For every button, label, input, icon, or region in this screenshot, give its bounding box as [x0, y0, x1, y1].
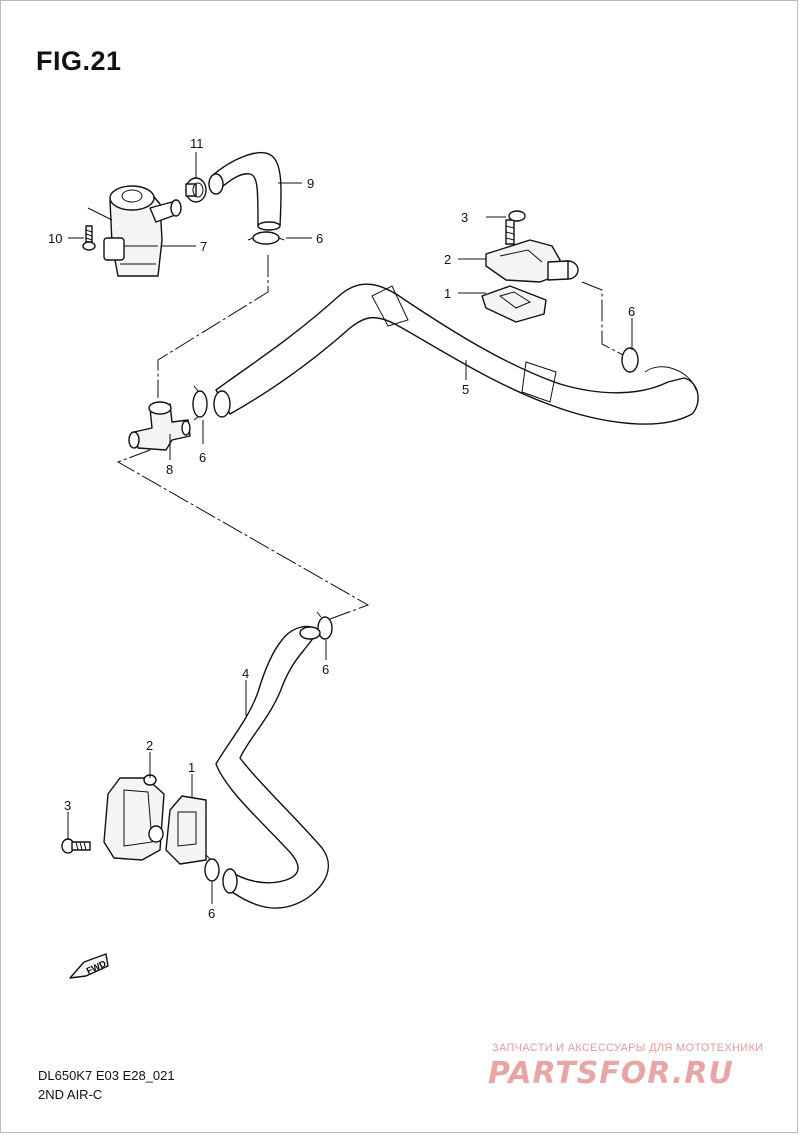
callout-3-top: 3 [461, 210, 468, 225]
fwd-arrow-icon: FWD [69, 953, 109, 979]
figure-title: FIG.21 [36, 46, 122, 76]
callout-3-bottom: 3 [64, 798, 71, 813]
part-1-plate-top [481, 285, 547, 323]
callout-8: 8 [166, 462, 173, 477]
watermark-logo: PARTSFOR.RU [488, 1056, 734, 1091]
part-11-clamp [185, 177, 207, 203]
callout-6-d: 6 [322, 662, 329, 677]
connect-line-lower [116, 449, 370, 623]
part-7-valve [103, 185, 182, 277]
callout-2-top: 2 [444, 252, 451, 267]
part-5-hose [213, 283, 699, 425]
diagram-name: 2ND AIR-C [38, 1087, 103, 1102]
part-6-clip-e [204, 854, 220, 882]
part-6-clip-a [247, 231, 285, 245]
part-2-cover-top [485, 239, 579, 283]
callout-1-top: 1 [444, 286, 451, 301]
callout-11: 11 [190, 136, 204, 151]
callout-7: 7 [200, 239, 207, 254]
connect-line-right [581, 281, 626, 357]
part-1-plate-bottom [165, 795, 207, 865]
watermark-tagline: ЗАПЧАСТИ И АКСЕССУАРЫ ДЛЯ МОТОТЕХНИКИ [492, 1042, 764, 1054]
part-6-clip-c [621, 347, 639, 373]
callout-4: 4 [242, 666, 249, 681]
part-4-hose [215, 625, 329, 909]
part-3-bolt-bottom [61, 838, 91, 854]
part-8-joint [128, 401, 191, 451]
callout-6-a: 6 [316, 231, 323, 246]
part-3-bolt-top [505, 210, 526, 245]
part-9-elbow-hose [208, 151, 282, 231]
part-6-clip-b [192, 385, 208, 421]
callout-6-e: 6 [208, 906, 215, 921]
callout-10: 10 [48, 231, 62, 246]
callout-2-bottom: 2 [146, 738, 153, 753]
part-10-bolt [82, 225, 96, 251]
callout-6-b: 6 [199, 450, 206, 465]
callout-1-bottom: 1 [188, 760, 195, 775]
callout-5: 5 [462, 382, 469, 397]
part-6-clip-d [316, 611, 333, 640]
part-2-cover-bottom [103, 774, 165, 861]
leader-lines [67, 152, 633, 904]
connect-line-upper [157, 255, 269, 398]
diagram-code: DL650K7 E03 E28_021 [38, 1068, 175, 1083]
callout-6-c: 6 [628, 304, 635, 319]
callout-9: 9 [307, 176, 314, 191]
